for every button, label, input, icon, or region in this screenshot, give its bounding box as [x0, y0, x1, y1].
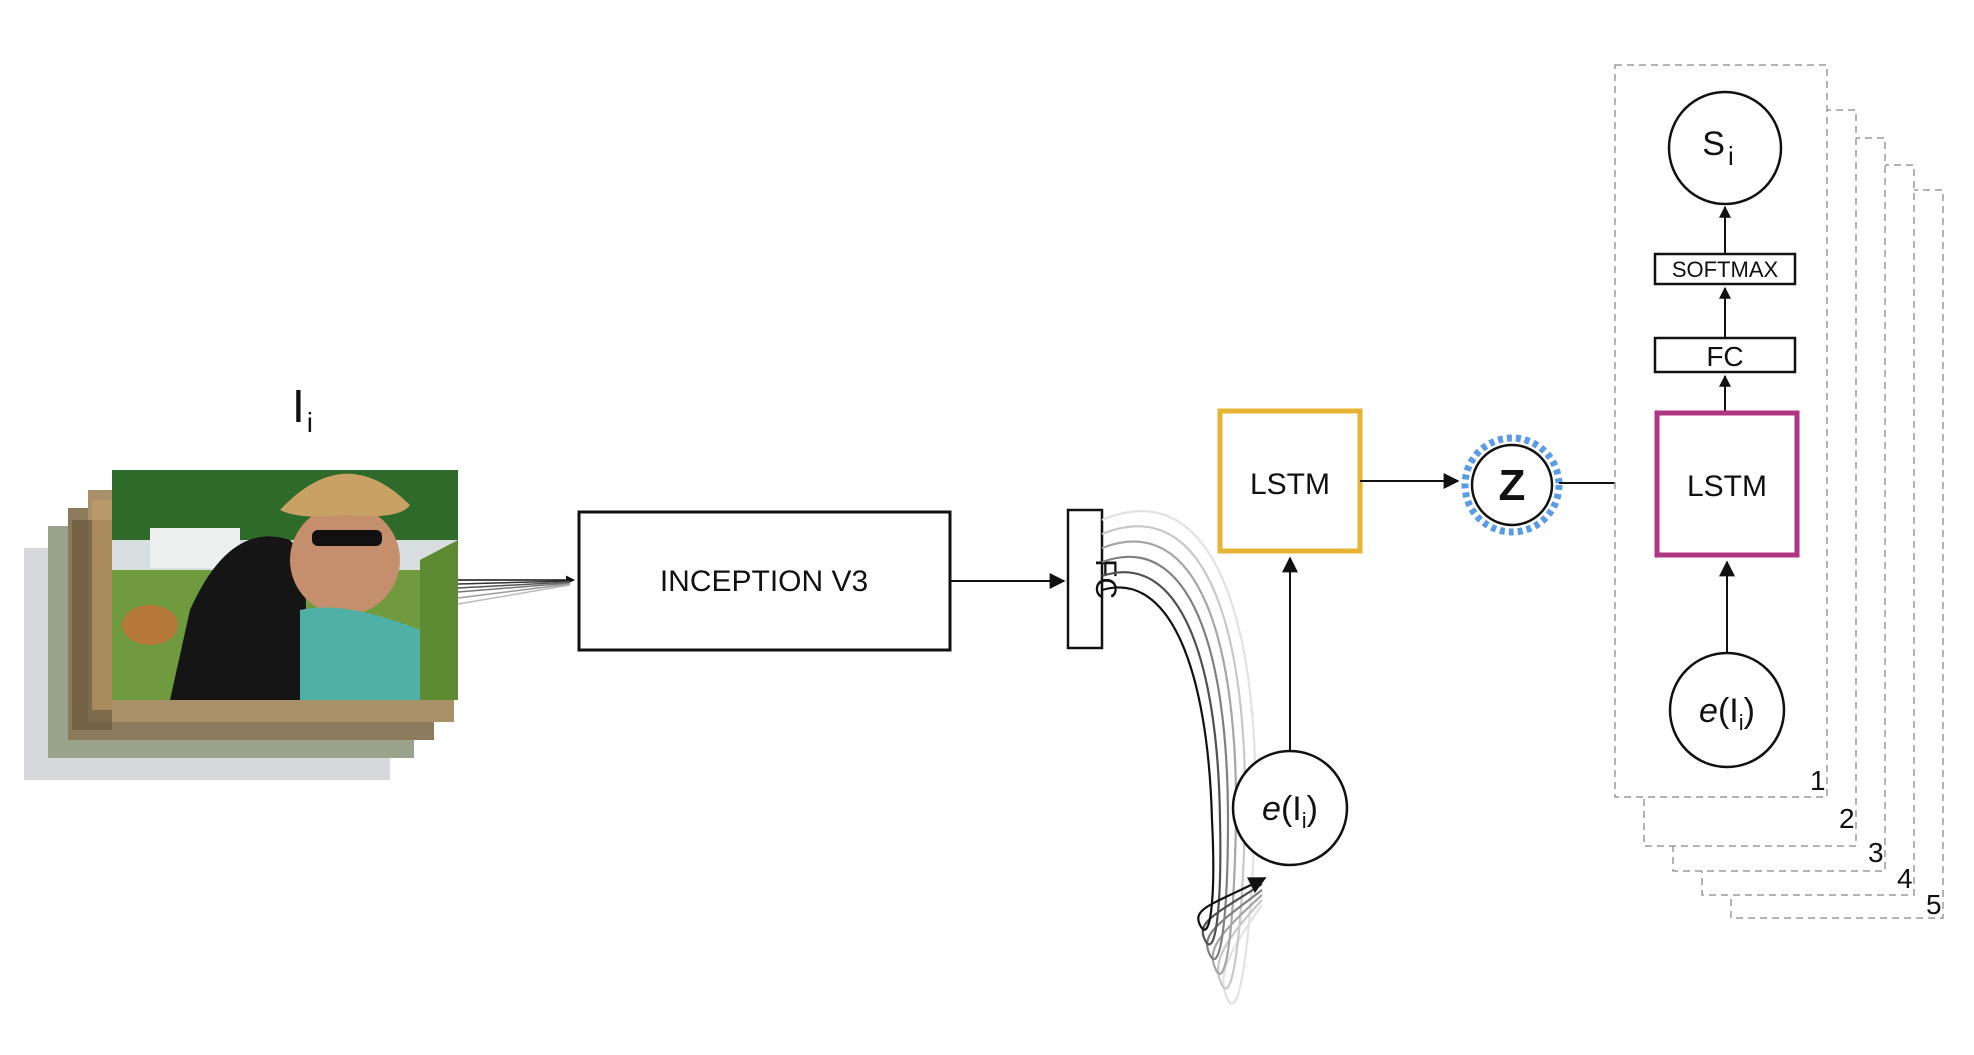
latent-z-label: Z	[1499, 461, 1526, 510]
svg-text:e(Ii): e(Ii)	[1699, 692, 1755, 735]
stack-label-1: 1	[1810, 765, 1826, 796]
lstm-decoder-label: LSTM	[1687, 470, 1767, 503]
embedding-node-right: e(Ii)	[1668, 651, 1786, 769]
fc-decoder-label: FC	[1706, 341, 1743, 372]
inception-label: INCEPTION V3	[660, 565, 868, 598]
input-arrows	[457, 575, 575, 605]
fc-decoder-block: FC	[1653, 336, 1797, 374]
fc-vertical-label: FC	[1089, 559, 1122, 599]
input-image-stack	[24, 470, 458, 780]
lstm-encoder-label: LSTM	[1250, 468, 1330, 501]
svg-text:Si: Si	[1702, 125, 1733, 171]
softmax-block: SOFTMAX	[1653, 252, 1797, 286]
inception-block: INCEPTION V3	[577, 510, 952, 652]
stack-label-4: 4	[1897, 863, 1913, 894]
stack-label-3: 3	[1868, 837, 1884, 868]
stack-label-2: 2	[1839, 803, 1855, 834]
lstm-decoder-block: LSTM	[1654, 410, 1800, 558]
lstm-encoder-block: LSTM	[1217, 408, 1363, 554]
latent-z-node: Z	[1461, 434, 1563, 536]
embedding-node-left: e(Ii)	[1231, 749, 1349, 867]
softmax-label: SOFTMAX	[1672, 257, 1779, 282]
fc-vertical-block: FC	[1066, 508, 1122, 650]
input-photo	[112, 470, 458, 700]
embedding-curves	[1101, 510, 1267, 1005]
input-label: Ii	[292, 380, 313, 438]
stack-label-5: 5	[1926, 889, 1942, 920]
svg-text:e(Ii): e(Ii)	[1262, 790, 1318, 833]
